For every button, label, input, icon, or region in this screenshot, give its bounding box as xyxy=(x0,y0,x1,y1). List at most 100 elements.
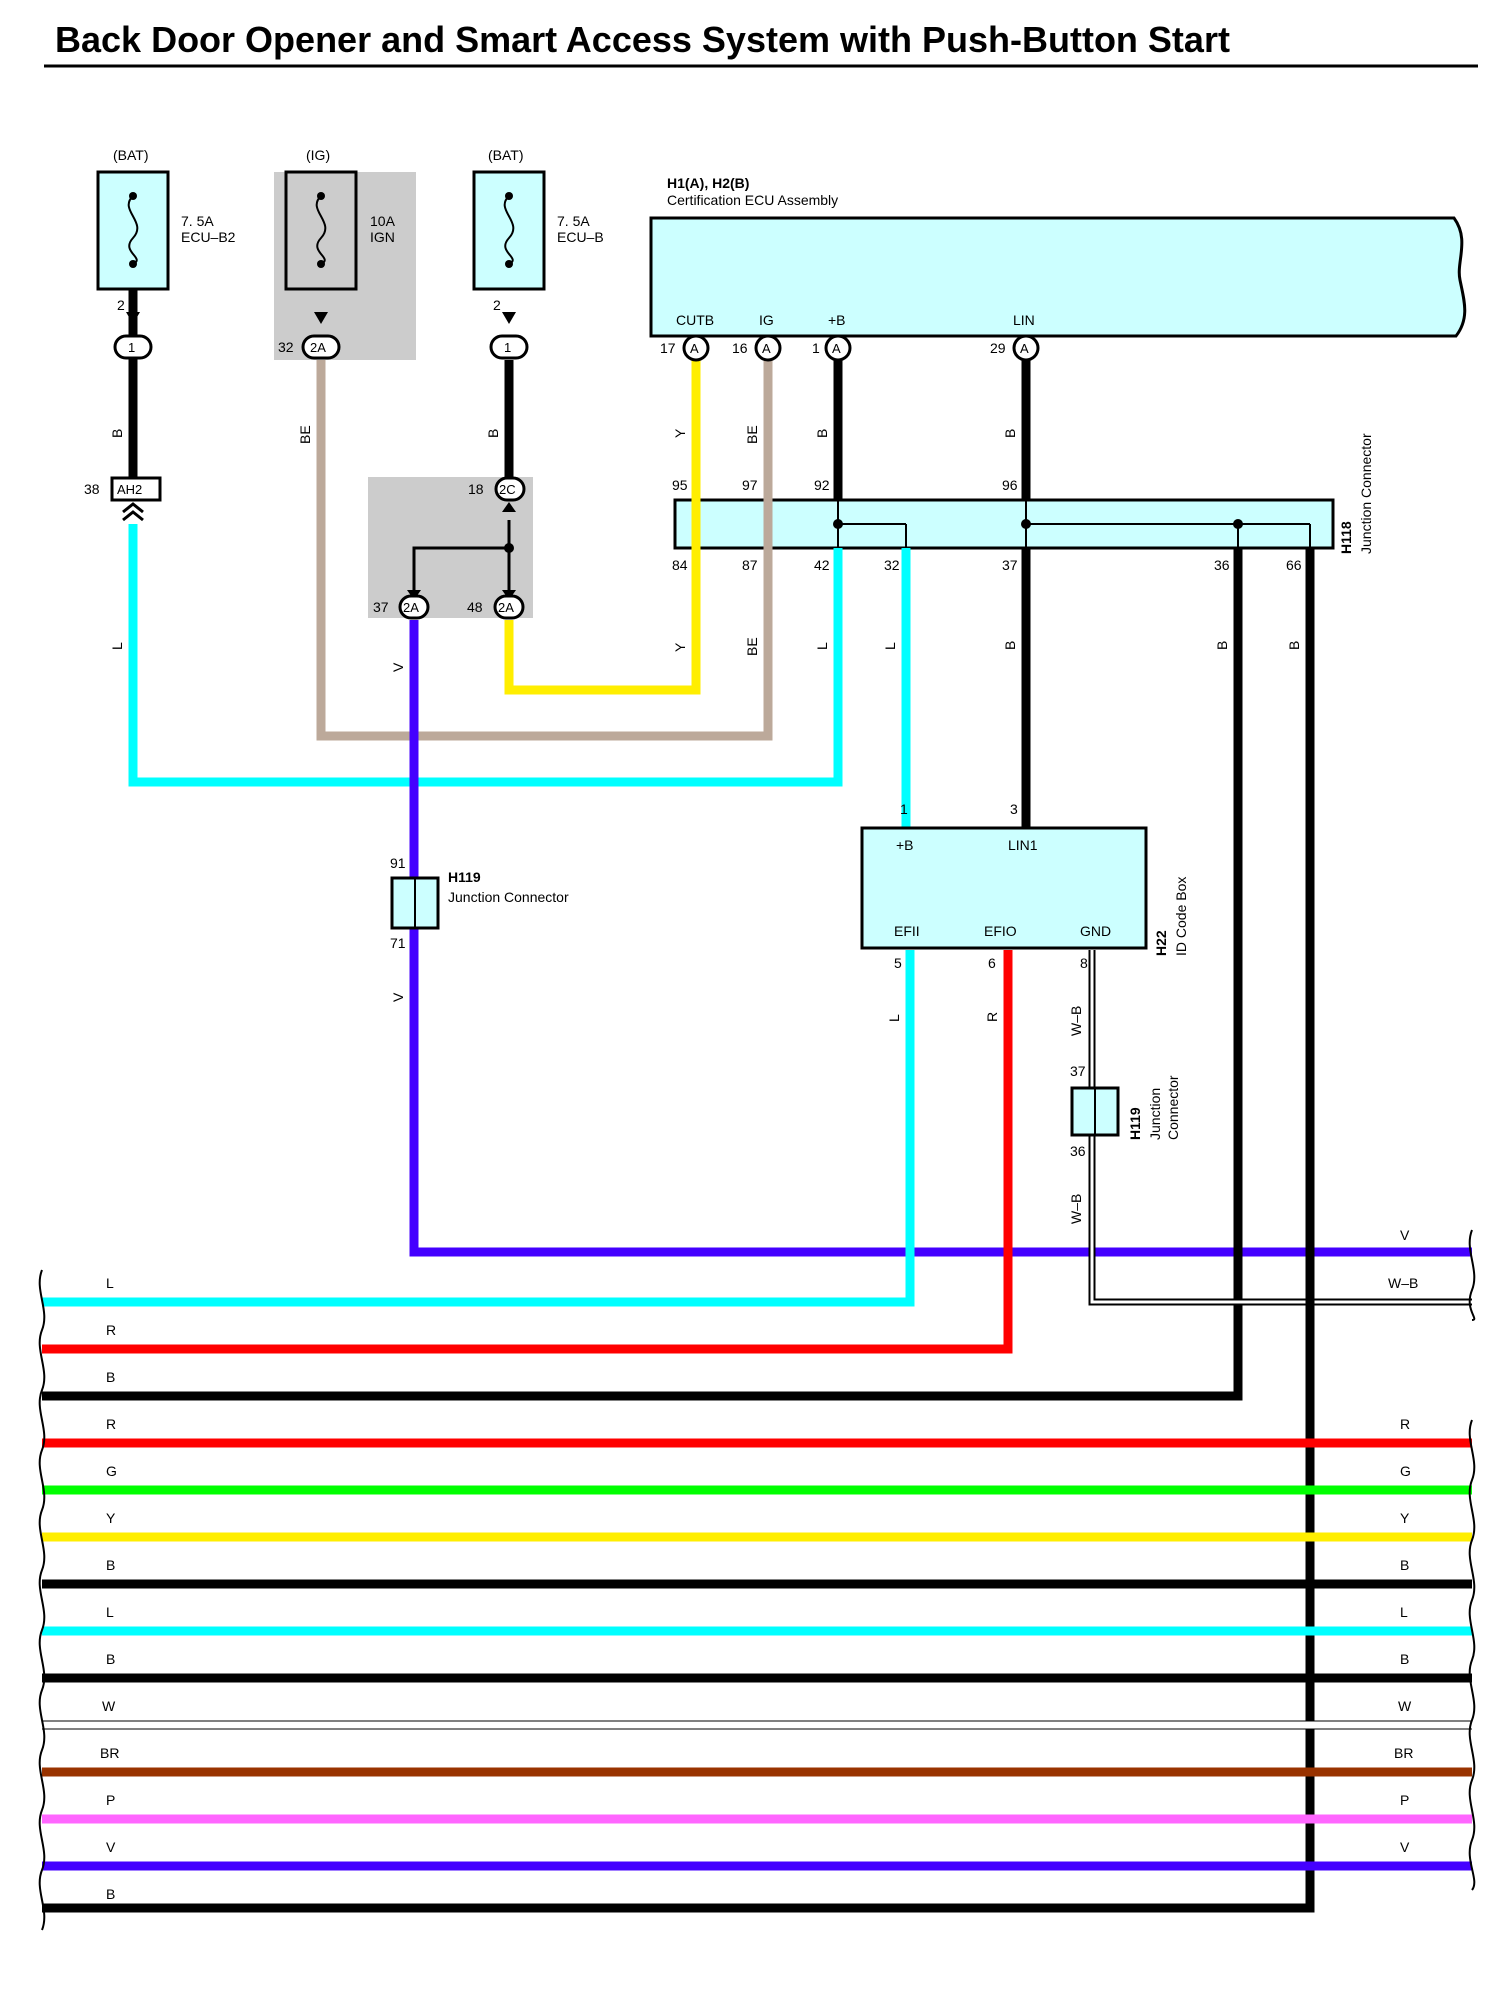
fuse-source-label: (BAT) xyxy=(113,147,149,163)
connector-pin: 1 xyxy=(812,340,820,356)
h118-pin: 92 xyxy=(814,477,830,493)
h22-terminal: +B xyxy=(896,837,914,853)
wire-label: V xyxy=(390,662,406,672)
bus-label: G xyxy=(1400,1463,1411,1479)
h118-pin: 36 xyxy=(1214,557,1230,573)
terminal-plus-b: +B xyxy=(828,312,846,328)
wire-y xyxy=(504,350,701,695)
wire-l xyxy=(128,524,843,787)
fuse-ecu-b: (BAT) 7. 5A ECU–B 2 xyxy=(472,147,604,313)
connector-pin: 48 xyxy=(467,599,483,615)
bus-label: G xyxy=(106,1463,117,1479)
bus-label: Y xyxy=(106,1510,116,1526)
wire-label: Y xyxy=(672,428,688,438)
wire-b xyxy=(42,548,1243,1401)
wire-label: B xyxy=(814,429,830,438)
h118-pin: 96 xyxy=(1002,477,1018,493)
connector-label: A xyxy=(762,341,771,356)
wire-b xyxy=(42,548,1315,1913)
h119-name: Connector xyxy=(1165,1075,1181,1140)
wire-v xyxy=(409,928,1472,1257)
h118-junction-connector: H118 Junction Connector 95 97 92 96 84 8… xyxy=(672,433,1374,573)
fuse-ign: (IG) 10A IGN xyxy=(284,147,396,291)
wire-label: B xyxy=(1002,429,1018,438)
h118-pin: 42 xyxy=(814,557,830,573)
h118-id: H118 xyxy=(1338,521,1354,554)
bus-label: BR xyxy=(100,1745,119,1761)
h119-name: Junction Connector xyxy=(448,889,569,905)
wire-label: BE xyxy=(297,425,313,444)
bus-label: W xyxy=(1398,1698,1412,1714)
connector-label: 2A xyxy=(498,600,514,615)
h22-name: ID Code Box xyxy=(1173,877,1189,956)
wire-label: L xyxy=(109,642,125,650)
connector-label: 2C xyxy=(499,482,516,497)
h119-junction-connector-left: 91 71 H119 Junction Connector xyxy=(390,855,569,951)
fuse-name: IGN xyxy=(370,229,395,245)
h118-name: Junction Connector xyxy=(1358,433,1374,554)
bus-label: B xyxy=(106,1557,115,1573)
terminal-cutb: CUTB xyxy=(676,312,714,328)
ah2-pin: 38 xyxy=(84,481,100,497)
wire-label: L xyxy=(886,1014,902,1022)
wire-label: B xyxy=(1214,641,1230,650)
bus-label: B xyxy=(106,1886,115,1902)
h118-pin: 37 xyxy=(1002,557,1018,573)
wire-label: B xyxy=(485,429,501,438)
h22-terminal: LIN1 xyxy=(1008,837,1038,853)
h119-junction-connector-right: 37 36 H119 Junction Connector xyxy=(1070,1063,1181,1159)
connector-label: A xyxy=(1020,341,1029,356)
connector-label: 2A xyxy=(310,340,326,355)
connector-label: 1 xyxy=(128,340,135,355)
h119-id: H119 xyxy=(448,869,481,885)
wire-r xyxy=(42,950,1013,1354)
fuse-pin: 2 xyxy=(117,297,125,313)
bus-label: Y xyxy=(1400,1510,1410,1526)
connector-pin: 16 xyxy=(732,340,748,356)
wire-label: B xyxy=(109,429,125,438)
bus-label: B xyxy=(106,1651,115,1667)
h118-pin: 84 xyxy=(672,557,688,573)
h119-pin: 71 xyxy=(390,935,406,951)
bus-break-right xyxy=(1468,1229,1476,1891)
connector-pin: 18 xyxy=(468,481,484,497)
connector-label: A xyxy=(832,341,841,356)
connector-pin: 32 xyxy=(278,339,294,355)
wire-label: L xyxy=(814,642,830,650)
wire-label: B xyxy=(1286,641,1302,650)
wire-label: W–B xyxy=(1068,1006,1084,1036)
splice-point xyxy=(504,543,514,553)
bus-label: P xyxy=(1400,1792,1409,1808)
connector-pin: 29 xyxy=(990,340,1006,356)
page-title: Back Door Opener and Smart Access System… xyxy=(55,19,1230,60)
connector-pin: 17 xyxy=(660,340,676,356)
bus-label: B xyxy=(1400,1651,1409,1667)
bus-label: V xyxy=(106,1839,116,1855)
fuse-source-label: (BAT) xyxy=(488,147,524,163)
bus-label: B xyxy=(106,1369,115,1385)
ah2-label: AH2 xyxy=(117,482,142,497)
connector-label: 2A xyxy=(403,600,419,615)
h22-id: H22 xyxy=(1153,930,1169,956)
wire-be xyxy=(316,350,773,741)
h22-pin: 3 xyxy=(1010,801,1018,817)
h118-pin: 97 xyxy=(742,477,758,493)
bus-label: W xyxy=(102,1698,116,1714)
fuse-ecu-b2: (BAT) 7. 5A ECU–B2 2 xyxy=(96,147,236,313)
h22-terminal: GND xyxy=(1080,923,1111,939)
wire-color-labels: B BE B Y BE B B L V Y BE L L B B B V L R… xyxy=(109,425,1302,1224)
terminal-ig: IG xyxy=(759,312,774,328)
connector-pin: 37 xyxy=(373,599,389,615)
h22-terminal: EFII xyxy=(894,923,920,939)
wire-label: V xyxy=(390,992,406,1002)
ecu-name: Certification ECU Assembly xyxy=(667,192,838,208)
wire-label: B xyxy=(1002,641,1018,650)
h118-pin: 95 xyxy=(672,477,688,493)
splice-wire xyxy=(412,520,511,590)
wire-l xyxy=(42,950,915,1307)
bus-label: V xyxy=(1400,1227,1410,1243)
fuse-rating: 7. 5A xyxy=(181,213,214,229)
h119-pin: 36 xyxy=(1070,1143,1086,1159)
bus-label: BR xyxy=(1394,1745,1413,1761)
fuse-source-label: (IG) xyxy=(306,147,330,163)
